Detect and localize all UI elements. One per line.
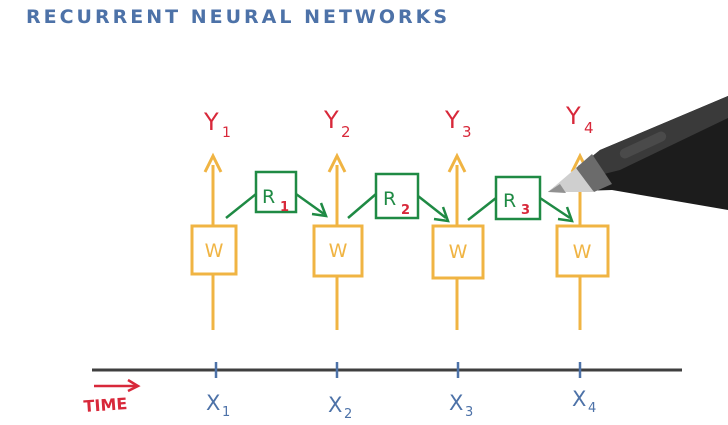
recurrent-subscript-1: 1 bbox=[280, 200, 289, 215]
recurrent-subscript-3: 3 bbox=[521, 203, 530, 218]
input-subscript-2: 2 bbox=[344, 407, 352, 422]
output-subscript-4: 4 bbox=[584, 119, 594, 137]
weight-label-2: W bbox=[329, 240, 348, 262]
input-label-2: X bbox=[328, 393, 342, 417]
recurrent-label-2: R bbox=[383, 188, 396, 210]
output-subscript-3: 3 bbox=[462, 123, 472, 141]
recurrent-link-2 bbox=[347, 172, 450, 223]
input-subscript-4: 4 bbox=[588, 401, 596, 416]
rnn-step-1 bbox=[190, 152, 238, 378]
output-subscript-2: 2 bbox=[341, 123, 351, 141]
weight-label-4: W bbox=[573, 241, 592, 263]
output-label-3: Y bbox=[444, 106, 460, 134]
output-label-4: Y bbox=[565, 102, 581, 130]
rnn-step-2 bbox=[312, 152, 364, 378]
output-label-1: Y bbox=[203, 108, 219, 136]
output-label-2: Y bbox=[323, 106, 339, 134]
page-title: RECURRENT NEURAL NETWORKS bbox=[26, 6, 451, 28]
recurrent-subscript-2: 2 bbox=[401, 203, 410, 218]
time-arrow bbox=[94, 378, 141, 393]
rnn-step-3 bbox=[431, 152, 485, 378]
recurrent-link-1 bbox=[225, 170, 328, 219]
recurrent-label-3: R bbox=[503, 190, 516, 212]
input-subscript-3: 3 bbox=[465, 405, 473, 420]
input-label-3: X bbox=[449, 391, 463, 415]
input-label-4: X bbox=[572, 387, 586, 411]
input-label-1: X bbox=[206, 391, 220, 415]
input-subscript-1: 1 bbox=[222, 405, 230, 420]
recurrent-link-3 bbox=[467, 175, 574, 223]
weight-label-1: W bbox=[205, 240, 224, 262]
output-subscript-1: 1 bbox=[222, 125, 231, 141]
weight-label-3: W bbox=[449, 241, 468, 263]
time-label: TIME bbox=[83, 394, 128, 416]
recurrent-label-1: R bbox=[262, 186, 275, 208]
stylus-pen-icon bbox=[548, 96, 728, 210]
